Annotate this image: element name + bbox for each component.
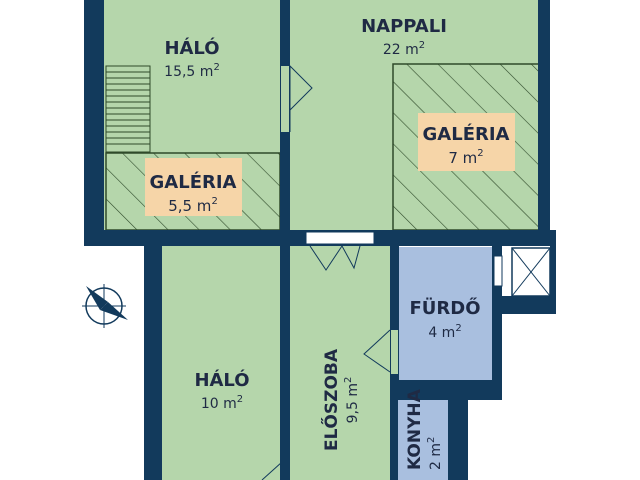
room-halo-bottom-area-value: 10 m <box>201 396 237 412</box>
room-nappali-area-value: 22 m <box>383 42 419 58</box>
room-furdo-area-sup: 2 <box>455 323 461 334</box>
room-halo-bottom-floor <box>162 246 282 480</box>
doorway-halo-top <box>281 66 289 132</box>
galeria-right-area: 7 m2 <box>448 148 483 167</box>
galeria-left-name: GALÉRIA <box>150 171 237 193</box>
ventilation-shaft <box>493 247 551 297</box>
room-furdo-name: FÜRDŐ <box>409 297 480 319</box>
room-konyha-floor <box>398 400 448 480</box>
room-nappali-area: 22 m2 <box>383 40 425 58</box>
doorway-eloszoba <box>391 330 398 374</box>
room-eloszoba-label: ELŐSZOBA 9,5 m2 <box>320 348 361 451</box>
room-eloszoba-name: ELŐSZOBA <box>320 348 342 451</box>
galeria-right-area-value: 7 m <box>448 149 477 167</box>
door-swings <box>261 64 391 480</box>
room-halo-top-area-sup: 2 <box>213 62 219 73</box>
room-furdo-area: 4 m2 <box>428 323 461 341</box>
galeria-right-name: GALÉRIA <box>423 123 510 145</box>
staircase <box>105 65 151 153</box>
room-konyha-area-value: 2 m <box>428 443 444 470</box>
walls <box>84 0 556 480</box>
room-halo-top-area: 15,5 m2 <box>164 62 220 80</box>
room-eloszoba-area-value: 9,5 m <box>345 383 361 423</box>
room-eloszoba-floor <box>290 246 390 480</box>
galeria-left-area: 5,5 m2 <box>168 196 218 215</box>
room-halo-bottom-area: 10 m2 <box>201 394 243 412</box>
galeria-left-area-value: 5,5 m <box>168 197 211 215</box>
room-konyha-label: KONYHA 2 m2 <box>405 388 444 470</box>
room-halo-bottom-area-sup: 2 <box>237 394 243 405</box>
room-nappali-area-sup: 2 <box>419 40 425 51</box>
room-halo-top-name: HÁLÓ <box>164 37 219 59</box>
room-eloszoba-area-sup: 2 <box>343 377 354 383</box>
room-furdo-area-value: 4 m <box>428 325 455 341</box>
compass-icon <box>82 284 128 328</box>
window-opening-top <box>305 231 375 245</box>
room-konyha-area-sup: 2 <box>426 437 437 443</box>
room-eloszoba-area: 9,5 m2 <box>343 377 361 424</box>
room-konyha-area: 2 m2 <box>426 437 444 470</box>
room-halo-bottom-name: HÁLÓ <box>194 369 249 391</box>
galeria-right-label-box <box>418 113 515 171</box>
room-furdo-floor <box>399 247 492 380</box>
galeria-right-area-sup: 2 <box>477 148 483 159</box>
room-konyha-name: KONYHA <box>405 388 425 470</box>
room-halo-top-area-value: 15,5 m <box>164 64 213 80</box>
galeria-left-label-box <box>145 158 242 216</box>
galeria-left-area-sup: 2 <box>211 196 217 207</box>
room-nappali-name: NAPPALI <box>361 16 447 37</box>
